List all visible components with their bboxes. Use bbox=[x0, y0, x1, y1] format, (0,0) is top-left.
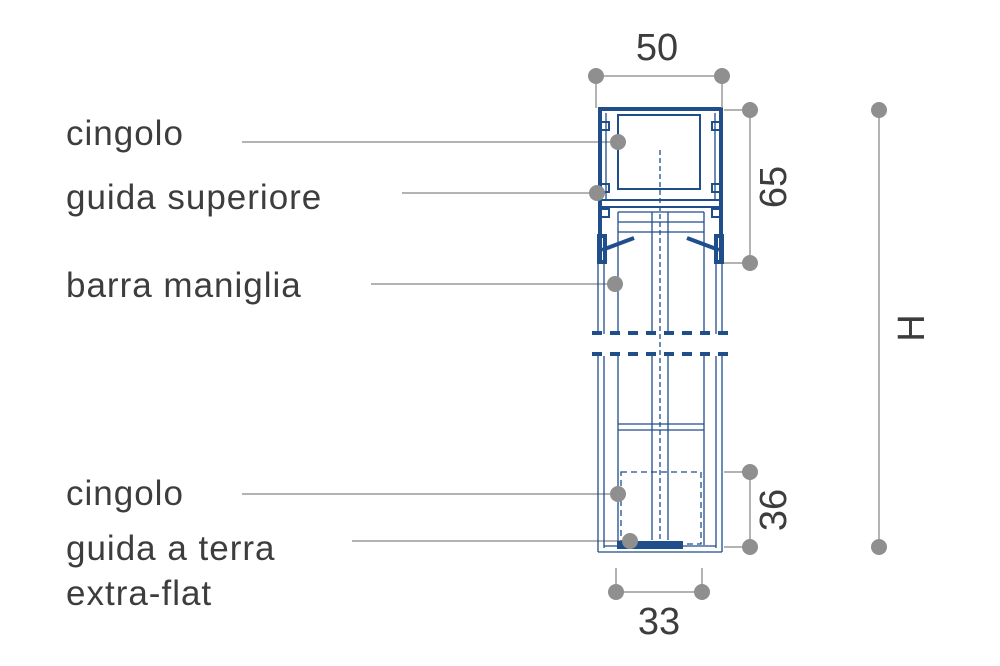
dim-width-bottom: 33 bbox=[638, 601, 680, 643]
dot-top-belt bbox=[610, 134, 626, 150]
dot-handle-bar bbox=[607, 276, 623, 292]
label-handle-bar: barra maniglia bbox=[66, 266, 302, 305]
label-floor-guide-line2: extra-flat bbox=[66, 574, 212, 613]
dim-total-height: H bbox=[891, 314, 933, 341]
dot-dim-h-top bbox=[871, 102, 887, 118]
dot-dim-50-left bbox=[588, 68, 604, 84]
label-bottom-belt: cingolo bbox=[66, 474, 184, 513]
dot-dim-33-right bbox=[694, 584, 710, 600]
floor-guide-shape bbox=[617, 541, 683, 549]
dot-dim-65-top bbox=[742, 102, 758, 118]
label-top-belt: cingolo bbox=[66, 114, 184, 153]
dimension-lines bbox=[595, 75, 880, 593]
dot-dim-h-bottom bbox=[871, 539, 887, 555]
leader-lines bbox=[242, 141, 630, 542]
dot-dim-36-bottom bbox=[742, 539, 758, 555]
dot-dim-36-top bbox=[742, 464, 758, 480]
dimension-dots bbox=[588, 68, 887, 600]
dim-width-top: 50 bbox=[636, 27, 678, 69]
dim-height-top: 65 bbox=[753, 166, 795, 208]
label-floor-guide-line1: guida a terra bbox=[66, 529, 276, 568]
dot-floor-guide bbox=[622, 533, 638, 549]
dot-dim-33-left bbox=[608, 584, 624, 600]
dim-height-bottom: 36 bbox=[753, 489, 795, 531]
dot-dim-50-right bbox=[714, 68, 730, 84]
dot-dim-65-bottom bbox=[742, 255, 758, 271]
profile-drawing bbox=[592, 107, 728, 553]
dot-top-guide bbox=[589, 185, 605, 201]
label-top-guide: guida superiore bbox=[66, 178, 322, 217]
dot-bottom-belt bbox=[610, 486, 626, 502]
